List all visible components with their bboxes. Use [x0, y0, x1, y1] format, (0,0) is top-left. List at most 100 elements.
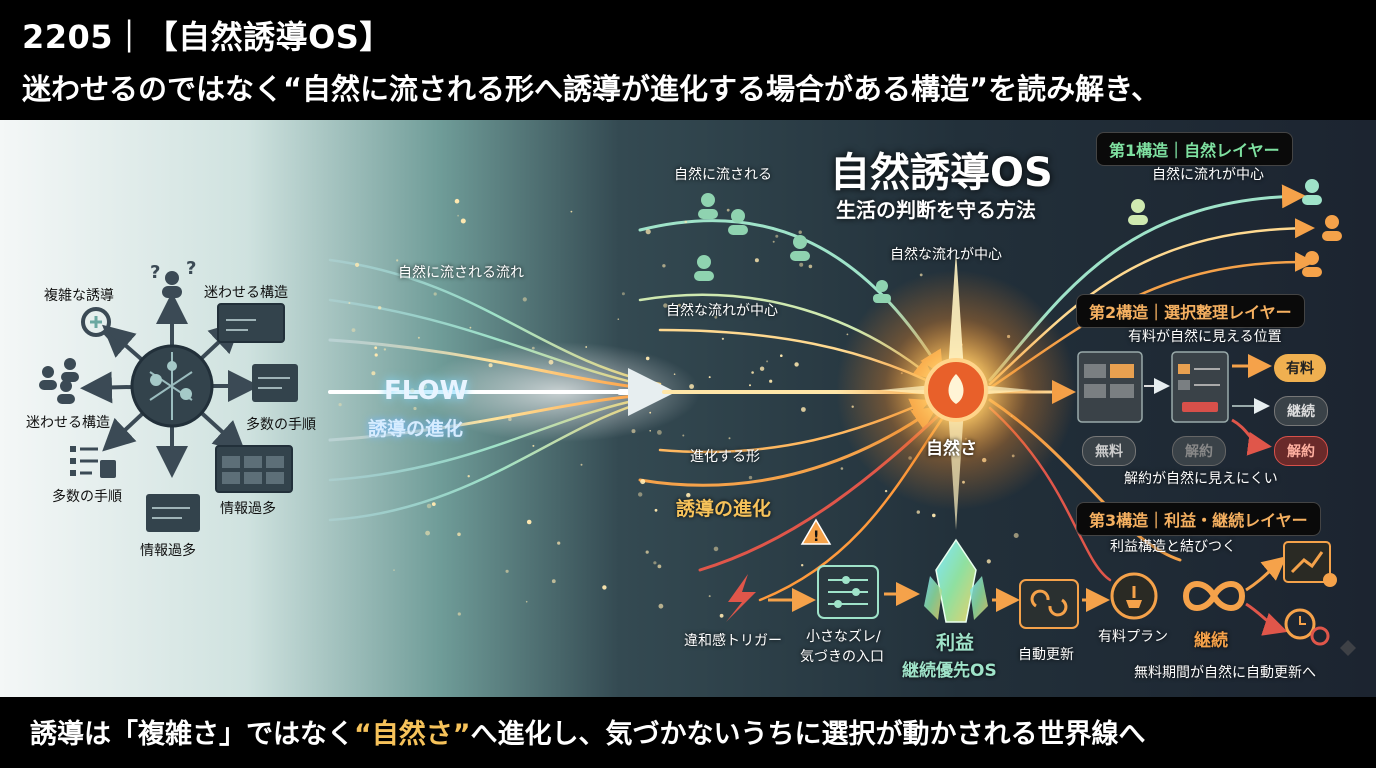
sparkle-dot — [748, 475, 753, 480]
sparkle-dot — [422, 384, 427, 390]
left-label-info-overload: 情報過多 — [220, 501, 276, 517]
sparkle-dot — [378, 306, 382, 310]
sparkle-dot — [413, 406, 417, 411]
left-label-many-steps: 多数の手順 — [246, 417, 316, 433]
sparkle-dot — [551, 579, 556, 584]
sparkle-dot — [457, 612, 461, 616]
bottom-label-awareness-entry: 気づきの入口 — [800, 649, 884, 665]
bottom-label-auto-renew: 自動更新 — [1018, 647, 1074, 663]
mid-label-naturally-flowed: 自然に流される — [674, 167, 772, 183]
bottom-label-continuation-os: 継続優先OS — [902, 661, 997, 681]
sparkle-dot — [749, 384, 751, 387]
sparkle-dot — [801, 564, 804, 567]
sparkle-dot — [383, 348, 387, 351]
complexity-hub — [80, 292, 260, 478]
sparkle-dot — [686, 493, 691, 498]
mid-label-natural-flow-center-2: 自然な流れが中心 — [890, 247, 1002, 263]
sparkle-dot — [522, 297, 527, 302]
free-button: 無料 — [1082, 436, 1136, 466]
sparkle-dot — [348, 302, 351, 304]
mid-label-natural-flow-stream: 自然に流される流れ — [398, 265, 524, 281]
sparkle-dot — [662, 264, 666, 268]
sparkle-dot — [769, 379, 773, 383]
sparkle-dot — [478, 420, 482, 423]
sparkle-dot — [751, 371, 754, 374]
left-label-info-overload-2: 情報過多 — [140, 543, 196, 559]
flame-icon — [948, 374, 964, 404]
sparkle-dot — [351, 328, 356, 332]
sparkle-dot — [657, 430, 662, 435]
magnifier-icon — [81, 307, 118, 346]
sparkle-dot — [986, 559, 991, 564]
sparkle-dot — [631, 429, 636, 434]
mid-label-guidance-evolution: 誘導の進化 — [676, 498, 772, 520]
footer-bar — [0, 697, 1376, 768]
layer2-title: 第2構造｜選択整理レイヤー — [1076, 294, 1305, 328]
sparkle-dot — [426, 503, 432, 509]
sparkle-dot — [374, 353, 378, 357]
sparkle-dot — [617, 318, 620, 321]
footer-highlight: “自然さ” — [354, 719, 471, 750]
slider-settings-icon — [817, 565, 879, 619]
sparkle-dot — [673, 373, 676, 376]
people-icons-top — [694, 193, 891, 303]
header-subtitle: 迷わせるのではなく“自然に流される形へ誘導が進化する場合がある構造”を読み解き、 — [22, 72, 1161, 106]
svg-text:?: ? — [150, 262, 160, 283]
sparkle-dot — [808, 264, 813, 269]
sparkle-dot — [374, 346, 378, 350]
sparkle-dot — [916, 510, 920, 514]
sparkle-dot — [649, 411, 652, 414]
flow-title: FLOW — [384, 376, 469, 406]
sparkle-dot — [457, 532, 461, 537]
os-subtitle: 生活の判断を守る方法 — [836, 198, 1036, 222]
cancel-pill: 解約 — [1274, 436, 1328, 466]
sparkle-particles — [338, 198, 1019, 618]
sparkle-dot — [1013, 533, 1019, 538]
sparkle-dot — [689, 384, 694, 389]
sparkle-dot — [798, 230, 802, 234]
sparkle-dot — [393, 569, 395, 571]
sparkle-dot — [649, 430, 651, 432]
sparkle-dot — [657, 564, 662, 569]
sparkle-dot — [721, 337, 725, 340]
bottom-label-profit: 利益 — [936, 632, 975, 654]
sparkle-dot — [682, 434, 685, 437]
layer3-title: 第3構造｜利益・継続レイヤー — [1076, 502, 1321, 536]
layer3-caption-top: 利益構造と結びつく — [1110, 539, 1236, 555]
sparkle-dot — [640, 479, 646, 485]
sparkle-dot — [726, 208, 730, 212]
layer1-title: 第1構造｜自然レイヤー — [1096, 132, 1293, 166]
diagram-canvas: ? ? — [0, 120, 1376, 697]
sparkle-dot — [338, 403, 342, 407]
svg-text:?: ? — [186, 258, 196, 279]
growth-chart-icon — [1283, 541, 1337, 587]
sparkle-dot — [653, 561, 657, 565]
bottom-label-paid-plan: 有料プラン — [1098, 629, 1168, 645]
sparkle-dot — [772, 240, 775, 243]
sparkle-dot — [488, 363, 493, 368]
footer-text-part1: 誘導は「複雑さ」ではなく — [30, 719, 354, 750]
checklist-icon — [70, 446, 116, 478]
mid-label-evolving-form: 進化する形 — [690, 449, 760, 465]
question-people-icon: ? ? — [150, 258, 196, 298]
sparkle-dot — [410, 388, 415, 393]
crystal-icon — [924, 538, 988, 623]
sparkle-dot — [531, 346, 535, 350]
os-title: 自然誘導OS — [830, 150, 1053, 196]
footer-text: 誘導は「複雑さ」ではなく“自然さ”へ進化し、気づかないうちに選択が動かされる世界… — [30, 712, 1146, 751]
left-label-complex-guidance: 複雑な誘導 — [44, 288, 114, 304]
sparkle-dot — [557, 541, 561, 545]
sparkle-dot — [780, 354, 783, 358]
sparkle-dot — [754, 258, 759, 263]
sparkle-dot — [645, 229, 651, 235]
mid-label-natural-flow-center: 自然な流れが中心 — [666, 303, 778, 319]
sparkle-dot — [892, 256, 895, 259]
core-node — [836, 250, 1076, 530]
sparkle-dot — [525, 600, 528, 603]
people-group-icon — [39, 358, 79, 404]
sparkle-dot — [371, 371, 376, 376]
sparkle-dot — [431, 502, 436, 506]
sparkle-dot — [621, 292, 625, 296]
sparkle-dot — [417, 336, 420, 339]
sparkle-dot — [684, 220, 688, 224]
